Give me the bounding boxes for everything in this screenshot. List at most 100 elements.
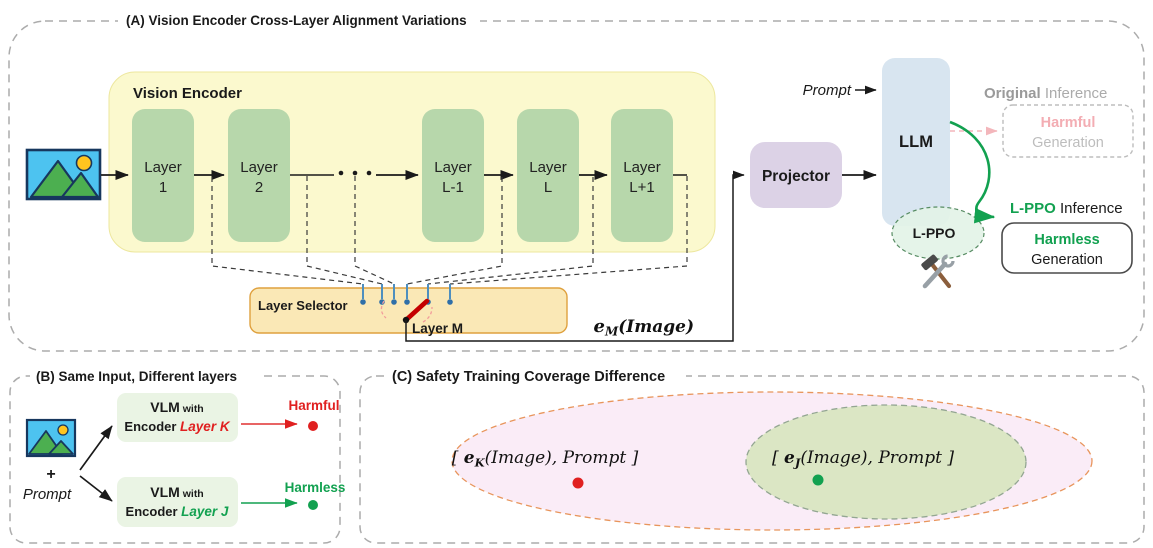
layer-selector-label: Layer Selector bbox=[258, 298, 348, 313]
rotate-hint-arc bbox=[380, 300, 387, 319]
tap-line bbox=[406, 177, 503, 285]
llm-box bbox=[882, 58, 950, 226]
vlm-j-line1: VLM with bbox=[150, 484, 203, 500]
harmful-generation-box bbox=[1002, 104, 1134, 158]
panel-c-title: (C) Safety Training Coverage Difference bbox=[392, 369, 665, 385]
ej-image-prompt-label: [ eJ(Image), Prompt ] bbox=[772, 448, 954, 470]
layer-box-l bbox=[517, 109, 579, 242]
e-symbol: e bbox=[784, 448, 795, 468]
e-symbol: e bbox=[464, 448, 475, 468]
layer-1-label: Layer bbox=[144, 159, 182, 176]
with-word: with bbox=[180, 403, 204, 415]
harmless-dot bbox=[308, 500, 318, 510]
harmless-label-b: Harmless bbox=[285, 480, 346, 495]
layer-1-num: 1 bbox=[159, 179, 167, 196]
contact-dot bbox=[391, 299, 397, 305]
tap-line bbox=[306, 176, 383, 285]
encoder-layers: Layer 1 Layer 2 Layer L-1 Layer L Layer … bbox=[132, 109, 673, 242]
layer-l+1-num: L+1 bbox=[629, 179, 654, 196]
vlm-k-line2: Encoder Layer K bbox=[124, 419, 230, 434]
layer-box-2 bbox=[228, 109, 290, 242]
ellipsis-dot bbox=[352, 170, 358, 176]
image-icon-small bbox=[25, 418, 77, 458]
e-subscript: M bbox=[604, 325, 619, 339]
layer-l+1-label: Layer bbox=[623, 159, 661, 176]
harmful-generation-line1: Harmful bbox=[1041, 115, 1096, 131]
layer-2-num: 2 bbox=[255, 179, 263, 196]
bracket-open: [ bbox=[772, 448, 784, 468]
layer-l-1-label: Layer bbox=[434, 159, 472, 176]
panel-b-title: (B) Same Input, Different layers bbox=[36, 369, 237, 384]
e-symbol: e bbox=[594, 316, 605, 337]
e-m-image-label: eM(Image) bbox=[594, 316, 695, 339]
e-subscript: J bbox=[793, 456, 802, 470]
vision-encoder-label: Vision Encoder bbox=[133, 85, 242, 102]
panel-b-border bbox=[9, 375, 341, 544]
layer-box-l-1 bbox=[422, 109, 484, 242]
safe-coverage-ellipse bbox=[745, 404, 1027, 520]
prompt-label-b: Prompt bbox=[23, 486, 72, 503]
contact-dot bbox=[360, 299, 366, 305]
layer-tap-lines bbox=[211, 176, 688, 285]
mountain-shape bbox=[60, 171, 100, 199]
mountain-shape bbox=[48, 440, 74, 455]
contact-dot bbox=[404, 299, 410, 305]
projector-box bbox=[750, 142, 842, 208]
layer-j-word: Layer J bbox=[181, 504, 229, 519]
encoder-word: Encoder bbox=[124, 419, 180, 434]
vlm-k-line1: VLM with bbox=[150, 399, 203, 415]
contact-dot bbox=[447, 299, 453, 305]
bracket-open: [ bbox=[452, 448, 464, 468]
panel-a-title: (A) Vision Encoder Cross-Layer Alignment… bbox=[126, 13, 467, 28]
vlm-k-box bbox=[117, 393, 238, 442]
lppo-word: L-PPO bbox=[1010, 200, 1056, 217]
inference-word: Inference bbox=[1041, 85, 1108, 102]
layer-box-1 bbox=[132, 109, 194, 242]
layer-l-1-num: L-1 bbox=[442, 179, 464, 196]
encoder-flow-arrows bbox=[101, 169, 687, 181]
hammer-wrench-icon bbox=[921, 254, 955, 289]
panel-b-title-bg bbox=[30, 369, 258, 384]
layer-k-word: Layer K bbox=[180, 419, 231, 434]
tap-line bbox=[211, 177, 364, 285]
layer-l-num: L bbox=[544, 179, 552, 196]
tap-line bbox=[449, 176, 688, 285]
original-word: Original bbox=[984, 85, 1041, 102]
prompt-label-a: Prompt bbox=[803, 82, 852, 99]
ellipsis-dot bbox=[366, 170, 372, 176]
sun-shape bbox=[57, 424, 69, 436]
vlm-word: VLM bbox=[150, 484, 180, 500]
lppo-inference-label: L-PPO Inference bbox=[1010, 200, 1123, 217]
unsafe-point-dot bbox=[572, 477, 584, 489]
vlm-j-line2: Encoder Layer J bbox=[126, 504, 229, 519]
ek-image-prompt-label: [ eK(Image), Prompt ] bbox=[452, 448, 639, 470]
layer-box-l+1 bbox=[611, 109, 673, 242]
image-icon bbox=[25, 148, 102, 201]
harmless-generation-box bbox=[1001, 222, 1133, 274]
panel-a-title-bg bbox=[118, 12, 480, 30]
e-args: (Image) bbox=[618, 317, 694, 337]
panel-a-border bbox=[8, 20, 1145, 352]
harmless-generation-line1: Harmless bbox=[1034, 232, 1099, 248]
vlm-word: VLM bbox=[150, 399, 180, 415]
layer-selector-box bbox=[249, 287, 568, 334]
harmful-label-b: Harmful bbox=[288, 398, 339, 413]
vlm-j-box bbox=[117, 477, 238, 527]
harmful-dot bbox=[308, 421, 318, 431]
projector-label: Projector bbox=[762, 168, 830, 185]
tap-line bbox=[427, 177, 594, 285]
lppo-label: L-PPO bbox=[913, 225, 956, 241]
label-rest: (Image), Prompt ] bbox=[485, 448, 639, 468]
selector-lever bbox=[403, 298, 430, 323]
lppo-ellipse bbox=[891, 206, 985, 260]
e-subscript: K bbox=[474, 456, 486, 470]
inference-word: Inference bbox=[1056, 200, 1123, 217]
rotate-hint-arc bbox=[422, 306, 433, 323]
layer-l-label: Layer bbox=[529, 159, 567, 176]
embedding-path bbox=[405, 170, 745, 342]
with-word: with bbox=[180, 488, 204, 500]
panel-c-title-bg bbox=[386, 369, 686, 384]
original-inference-label: Original Inference bbox=[984, 85, 1107, 102]
